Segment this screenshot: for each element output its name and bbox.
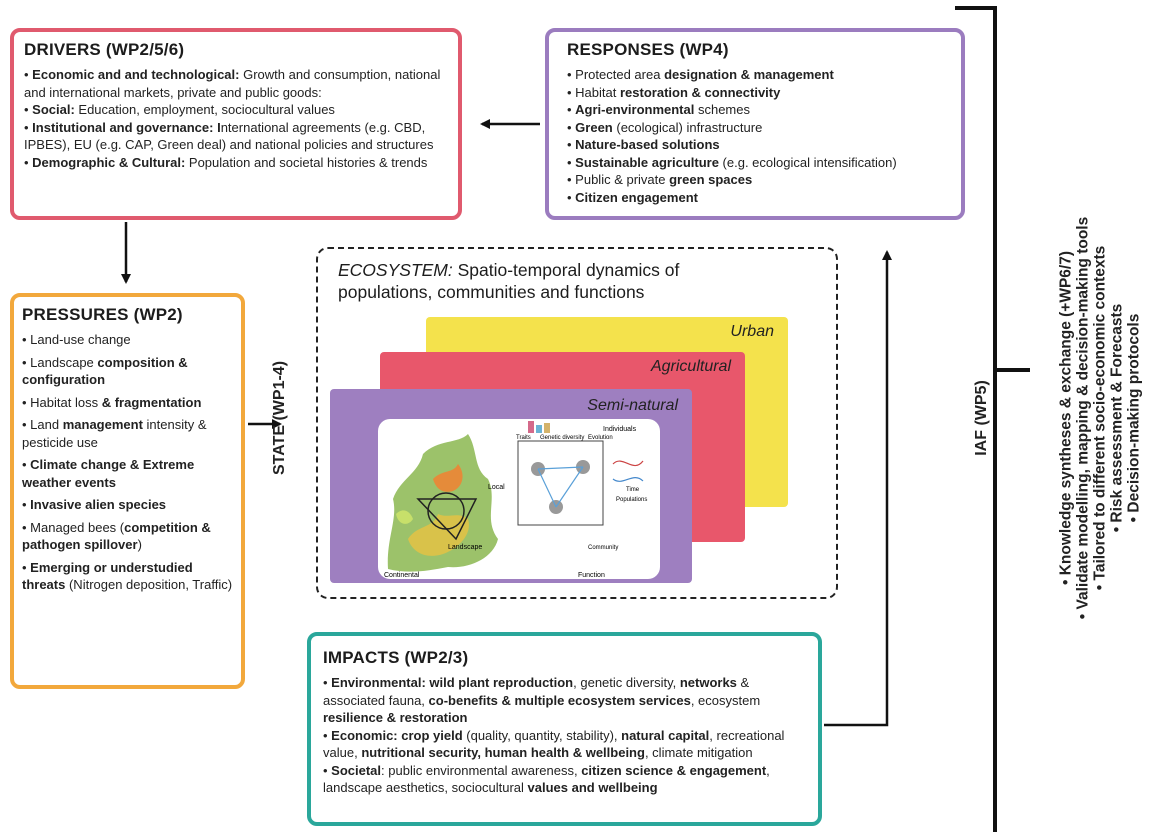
responses-title: RESPONSES (WP4) [567, 40, 729, 59]
iaf-bracket [955, 6, 997, 832]
impacts-item: • Economic: crop yield (quality, quantit… [323, 727, 785, 761]
pressures-item: • Land-use change [22, 332, 131, 347]
agricultural-label: Agricultural [650, 358, 731, 375]
pressures-box: PRESSURES (WP2) • Land-use change • Land… [10, 293, 245, 689]
pressures-item: • Habitat loss & fragmentation [22, 394, 202, 410]
drivers-item: • Institutional and governance: Internat… [24, 119, 434, 153]
pressures-item: • Climate change & Extreme weather event… [22, 457, 195, 490]
iaf-item: • Decision-making protocols [1125, 313, 1143, 523]
responses-item: • Citizen engagement [567, 189, 698, 205]
pressures-item: • Landscape composition & configuration [22, 354, 188, 388]
seminatural-label: Semi-natural [587, 397, 678, 414]
responses-item: • Nature-based solutions [567, 137, 720, 152]
urban-label: Urban [730, 323, 774, 340]
map-label: Function [578, 572, 605, 579]
state-label: STATE (WP1-4) [271, 360, 288, 476]
arrow-impacts-to-responses [824, 250, 892, 727]
drivers-title: DRIVERS (WP2/5/6) [24, 40, 185, 59]
iaf-item: • Tailored to different socio-economic c… [1091, 245, 1109, 591]
iaf-item: • Validate modelling, mapping & decision… [1074, 216, 1092, 620]
responses-item: • Habitat restoration & connectivity [567, 84, 781, 100]
drivers-item: • Demographic & Cultural: Population and… [24, 154, 428, 170]
responses-item: • Public & private green spaces [567, 172, 753, 187]
responses-item: • Green (ecological) infrastructure [567, 119, 763, 135]
responses-list: • Protected area designation & managemen… [567, 66, 943, 206]
impacts-list: • Environmental: wild plant reproduction… [323, 674, 806, 797]
iaf-list: • Knowledge syntheses & exchange (+WP6/7… [1058, 217, 1143, 619]
map-label: Genetic diversity [540, 435, 584, 441]
pressures-title: PRESSURES (WP2) [22, 305, 183, 324]
ecosystem-box: ECOSYSTEM: Spatio-temporal dynamics of p… [316, 247, 838, 599]
impacts-item: • Environmental: wild plant reproduction… [323, 675, 761, 725]
impacts-box: IMPACTS (WP2/3) • Environmental: wild pl… [307, 632, 822, 826]
responses-item: • Protected area designation & managemen… [567, 67, 834, 82]
pressures-item: • Invasive alien species [22, 497, 167, 512]
europe-map-figure: Individuals Traits Genetic diversity Evo… [378, 419, 660, 579]
drivers-item: • Economic and and technological: Growth… [24, 67, 441, 100]
europe-map-illustration: Individuals Traits Genetic diversity Evo… [384, 421, 647, 579]
responses-box: RESPONSES (WP4) • Protected area designa… [545, 28, 965, 220]
ecosystem-title: ECOSYSTEM: Spatio-temporal dynamics of p… [338, 260, 680, 302]
drivers-list: • Economic and and technological: Growth… [24, 66, 448, 171]
map-label: Time [626, 487, 640, 493]
pressures-item: • Managed bees (competition & pathogen s… [22, 519, 211, 553]
drivers-box: DRIVERS (WP2/5/6) • Economic and and tec… [10, 28, 462, 220]
map-label: Evolution [588, 435, 613, 441]
map-label: Continental [384, 572, 420, 579]
map-label: Individuals [603, 426, 637, 433]
iaf-item: • Knowledge syntheses & exchange (+WP6/7… [1057, 250, 1075, 586]
map-label: Local [488, 484, 505, 491]
iaf-label: IAF (WP5) [973, 380, 990, 456]
map-label: Traits [516, 435, 531, 441]
pressures-item: • Emerging or understudied threats (Nitr… [22, 559, 233, 593]
responses-item: • Sustainable agriculture (e.g. ecologic… [567, 154, 897, 170]
pressures-item: • Land management intensity & pesticide … [22, 417, 207, 450]
map-label: Populations [616, 497, 647, 503]
responses-item: • Agri-environmental schemes [567, 102, 750, 117]
drivers-item: • Social: Education, employment, sociocu… [24, 102, 335, 117]
impacts-title: IMPACTS (WP2/3) [323, 648, 469, 667]
map-label: Landscape [448, 544, 482, 551]
iaf-item: • Risk assessment & Forecasts [1108, 303, 1126, 533]
impacts-item: • Societal: public environmental awarene… [323, 762, 770, 796]
pressures-list: • Land-use change • Landscape compositio… [22, 331, 233, 594]
map-label: Community [588, 545, 618, 551]
